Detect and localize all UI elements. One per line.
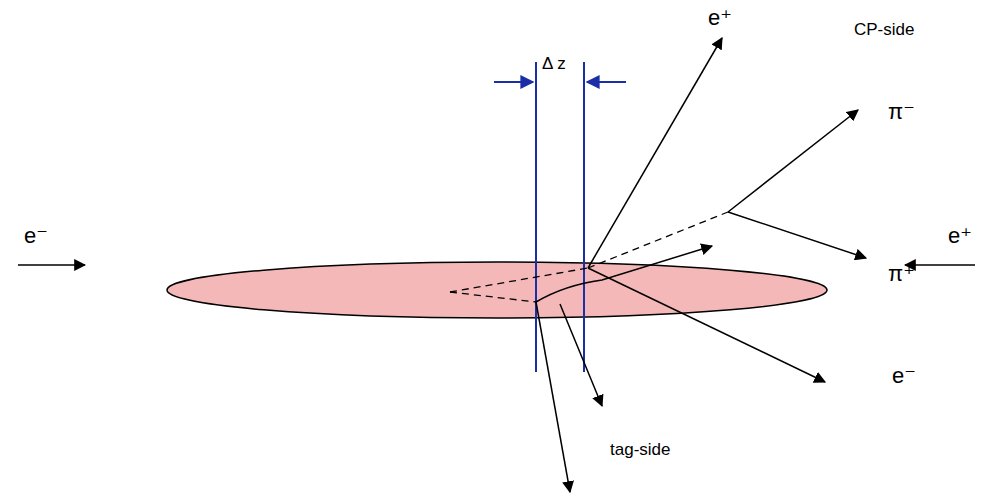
track (560, 304, 602, 406)
dimension-label: Δ z (540, 54, 568, 73)
particle-label: π⁺ (886, 262, 917, 286)
side-label: tag-side (608, 440, 672, 459)
vertex-plane (535, 62, 537, 372)
beam-spot (167, 262, 827, 318)
dz-arrow (494, 81, 533, 83)
beam-arrow (18, 264, 85, 266)
track (728, 212, 866, 258)
beam-label: e⁻ (22, 224, 50, 248)
particle-label: e⁺ (706, 6, 734, 30)
ks-path (588, 212, 728, 268)
dz-arrow (587, 81, 626, 83)
particle-label: π⁻ (886, 100, 917, 124)
track (728, 110, 858, 212)
track (536, 302, 570, 492)
particle-label: e⁻ (890, 364, 918, 388)
beam-arrow (905, 264, 975, 266)
track (536, 246, 712, 302)
side-label: CP-side (852, 20, 916, 39)
track (588, 268, 825, 382)
beam-label: e⁺ (946, 224, 974, 248)
b-path (450, 292, 536, 302)
track (588, 38, 722, 268)
vertex-plane (583, 62, 585, 372)
